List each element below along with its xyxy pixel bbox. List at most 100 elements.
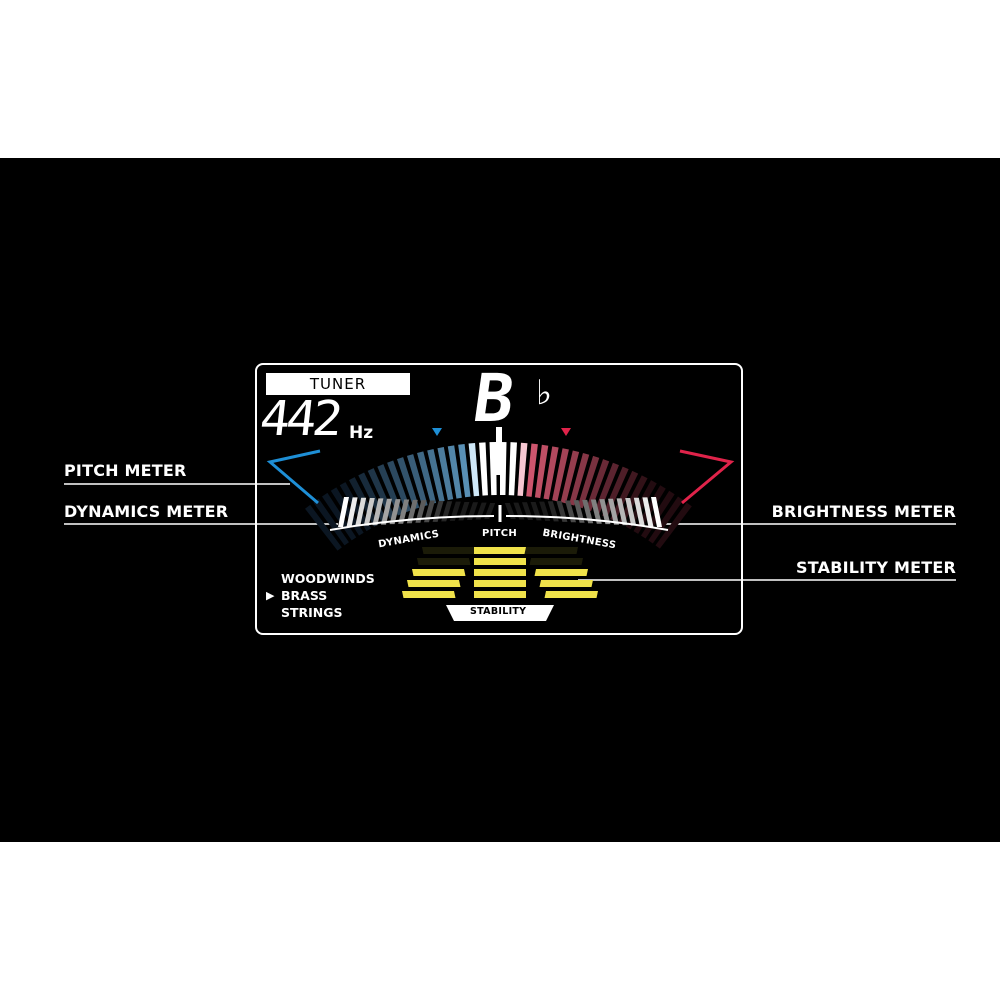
- brightness-segment: [625, 498, 637, 526]
- dynamics-segment: [389, 499, 401, 525]
- pitch-meter-callout: PITCH METER: [64, 461, 187, 480]
- pitch-segment: [313, 498, 349, 546]
- brightness-segment: [599, 499, 611, 525]
- pitch-segment: [322, 492, 357, 541]
- stability-segment: [544, 591, 598, 598]
- pitch-segment: [458, 443, 471, 498]
- pitch-segment: [396, 457, 420, 510]
- brightness-segment: [608, 498, 619, 525]
- accidental-flat: ♭: [536, 373, 553, 413]
- pitch-segment: [560, 450, 580, 504]
- dynamics-segment: [355, 497, 367, 527]
- dynamics-segment: [406, 499, 418, 524]
- pitch-segment: [417, 451, 437, 505]
- mode-pointer-icon: ▶: [266, 589, 275, 602]
- brightness-segment: [556, 500, 568, 522]
- brightness-segment: [633, 497, 645, 527]
- mode-strings-label: STRINGS: [281, 605, 343, 620]
- stability-segment: [539, 580, 594, 587]
- dynamics-segment: [363, 498, 375, 526]
- stability-segment: [474, 569, 526, 576]
- dynamics-meter: [338, 497, 496, 527]
- dynamics-segment: [338, 497, 349, 527]
- pitch-segment: [585, 459, 610, 512]
- stability-segment: [411, 569, 466, 576]
- stability-segment: [474, 591, 526, 598]
- frequency-readout: 442: [257, 391, 342, 447]
- dynamics-segment: [398, 499, 410, 524]
- pitch-segment: [618, 475, 648, 526]
- pitch-segment: [543, 446, 559, 500]
- mode-strings[interactable]: STRINGS: [266, 604, 375, 621]
- pitch-segment: [552, 448, 569, 502]
- pitch-segment: [655, 502, 692, 549]
- dynamics-segment: [415, 500, 427, 523]
- stability-segment: [524, 547, 579, 554]
- dynamics-segment: [372, 498, 384, 526]
- pitch-segment: [508, 442, 517, 496]
- pitch-segment: [479, 442, 488, 496]
- stability-segment: [474, 558, 526, 565]
- brightness-meter-callout: BRIGHTNESS METER: [771, 502, 956, 521]
- brightness-segment: [642, 497, 654, 527]
- meter-base-arc-right: [505, 515, 669, 531]
- stability-segment: [417, 558, 471, 565]
- pitch-segment: [526, 443, 538, 497]
- brightness-segment: [547, 501, 559, 522]
- meter-base-arc-left: [329, 515, 495, 531]
- pitch-center-needle: [496, 427, 502, 475]
- dynamics-meter-callout: DYNAMICS METER: [64, 502, 229, 521]
- pitch-segment: [517, 442, 528, 496]
- dynamics-segment: [441, 501, 453, 522]
- brightness-segment: [651, 497, 662, 527]
- pitch-segment: [569, 453, 590, 506]
- pitch-segment: [406, 454, 428, 507]
- brightness-segment: [530, 501, 542, 521]
- mode-woodwinds[interactable]: WOODWINDS: [266, 570, 375, 587]
- black-stage: [0, 158, 1000, 842]
- instrument-mode-list: WOODWINDS ▶ BRASS STRINGS: [266, 570, 375, 621]
- mode-brass[interactable]: ▶ BRASS: [266, 587, 375, 604]
- pitch-segment: [602, 466, 629, 518]
- dynamics-segment: [449, 501, 461, 521]
- dynamics-segment: [432, 500, 444, 522]
- brightness-segment: [616, 498, 628, 526]
- brightness-segment: [590, 499, 602, 524]
- dynamics-segment: [458, 501, 470, 521]
- dynamics-segment: [424, 500, 435, 523]
- pitch-segment: [489, 442, 497, 496]
- stability-label-plate: [446, 605, 554, 621]
- pitch-segment: [534, 444, 549, 499]
- stability-segment: [474, 580, 526, 587]
- stability-segment: [534, 569, 589, 576]
- stability-segment: [421, 547, 476, 554]
- pitch-sharp-bracket: [679, 449, 735, 505]
- stability-segment: [529, 558, 583, 565]
- mode-brass-label: BRASS: [281, 588, 328, 603]
- pitch-flat-bracket: [266, 449, 321, 505]
- display-frame: [255, 363, 743, 635]
- dynamics-segment: [484, 503, 496, 519]
- flat-marker-icon: [432, 428, 442, 436]
- pitch-segment: [447, 445, 462, 499]
- dynamics-segment: [381, 498, 392, 525]
- dynamics-segment: [346, 497, 358, 527]
- sharp-marker-icon: [561, 428, 571, 436]
- stability-segment: [402, 591, 456, 598]
- mode-badge[interactable]: TUNER: [266, 373, 410, 395]
- pitch-segment: [577, 455, 600, 509]
- pitch-segment: [610, 470, 639, 522]
- mode-woodwinds-label: WOODWINDS: [281, 571, 375, 586]
- pitch-label: PITCH: [482, 528, 518, 539]
- frequency-unit: Hz: [349, 423, 374, 443]
- stability-meter: [402, 547, 598, 598]
- pitch-segment: [305, 504, 342, 551]
- pitch-segment: [330, 487, 364, 536]
- pitch-segment: [427, 449, 445, 503]
- brightness-segment: [504, 503, 516, 519]
- brightness-segment: [539, 501, 551, 521]
- stability-label: STABILITY: [470, 606, 527, 617]
- brightness-meter: [504, 497, 662, 527]
- stability-segment: [406, 580, 461, 587]
